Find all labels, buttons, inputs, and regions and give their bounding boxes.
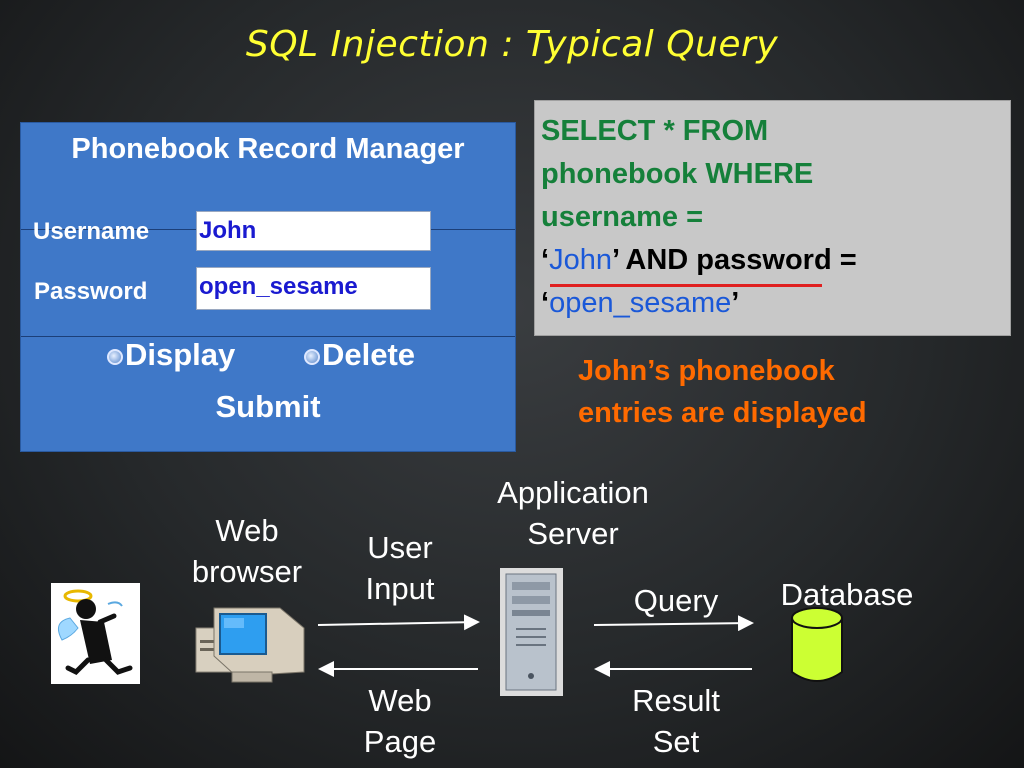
username-input[interactable]: John: [196, 211, 431, 251]
sql-quote-open: ‘: [541, 244, 550, 276]
radio-delete[interactable]: [304, 349, 320, 365]
web-browser-label: Web browser: [167, 510, 327, 592]
result-line: John’s phonebook: [578, 355, 835, 387]
form-title: Phonebook Record Manager: [71, 133, 465, 165]
label-line: Web: [215, 513, 279, 548]
result-set-label: Result Set: [606, 680, 746, 762]
red-underline: [550, 284, 822, 287]
username-label: Username: [33, 218, 150, 245]
label-line: Set: [652, 724, 700, 759]
sql-line: SELECT * FROM: [541, 115, 769, 147]
query-arrow: [593, 615, 754, 632]
radio-display-label[interactable]: Display: [125, 337, 236, 372]
sql-username-value: John: [549, 244, 612, 276]
form-divider: [21, 336, 515, 337]
label-line: Input: [365, 571, 435, 606]
password-input[interactable]: open_sesame: [196, 267, 431, 310]
label-line: Application: [497, 475, 649, 510]
sql-query-box: SELECT * FROM phonebook WHERE username =…: [534, 100, 1011, 336]
computer-icon: [195, 607, 305, 683]
web-page-label: Web Page: [330, 680, 470, 762]
user-angel-icon: [51, 583, 140, 684]
label-line: browser: [191, 554, 303, 589]
sql-line: ‘John’ AND password =: [541, 239, 857, 282]
label-line: Web: [368, 683, 432, 718]
result-line: entries are displayed: [578, 397, 867, 429]
sql-line: username =: [541, 201, 704, 233]
password-label: Password: [34, 278, 148, 305]
database-label: Database: [780, 577, 914, 612]
label-line: Page: [363, 724, 437, 759]
server-icon: [500, 568, 563, 696]
user-input-arrow: [317, 614, 480, 631]
radio-delete-label[interactable]: Delete: [322, 337, 416, 372]
sql-quote-close: ’: [611, 244, 619, 276]
label-line: Server: [527, 516, 619, 551]
sql-line: ‘open_sesame’: [541, 282, 857, 325]
sql-quote-open: ‘: [541, 287, 550, 319]
application-server-label: Application Server: [473, 472, 673, 554]
result-text: John’s phonebook entries are displayed: [578, 350, 1018, 434]
submit-button[interactable]: Submit: [215, 389, 321, 424]
sql-query-text: SELECT * FROM phonebook WHERE username =…: [541, 110, 857, 325]
database-icon: [791, 607, 843, 682]
sql-line: phonebook WHERE: [541, 158, 814, 190]
sql-and-password: AND password =: [618, 244, 857, 276]
label-line: Result: [632, 683, 720, 718]
label-line: User: [367, 530, 433, 565]
user-input-label: User Input: [330, 527, 470, 609]
query-label: Query: [633, 583, 719, 618]
radio-display[interactable]: [107, 349, 123, 365]
slide-title: SQL Injection : Typical Query: [245, 24, 779, 65]
sql-password-value: open_sesame: [549, 287, 732, 319]
phonebook-form-panel: Phonebook Record Manager Username John P…: [20, 122, 516, 452]
sql-quote-close: ’: [731, 287, 740, 319]
